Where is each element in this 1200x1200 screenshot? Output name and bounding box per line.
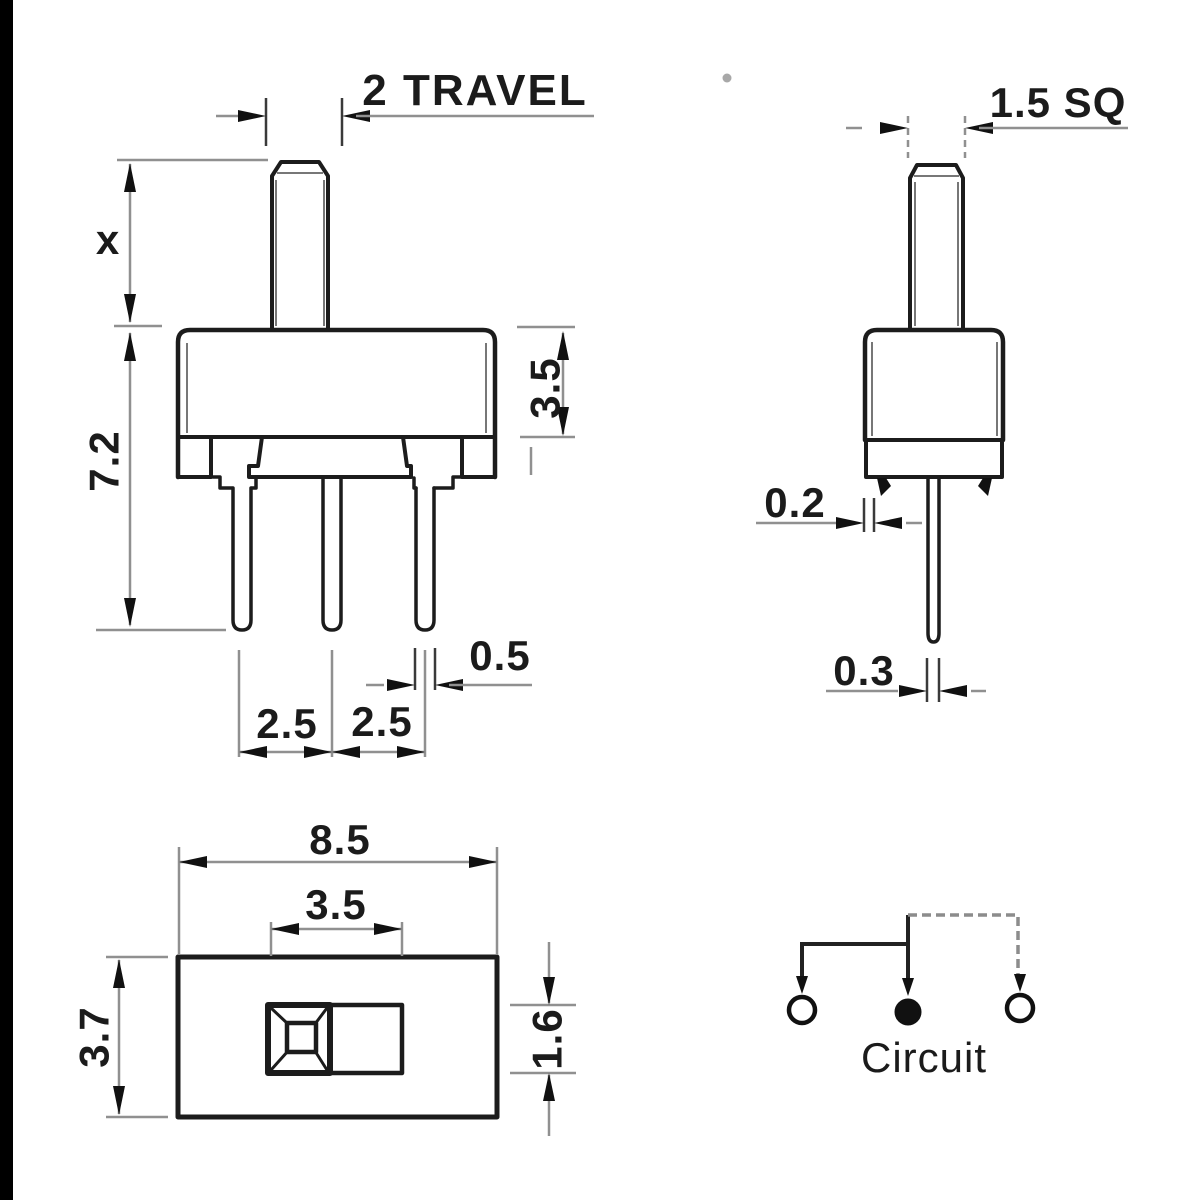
front-stem [270, 160, 330, 332]
front-shoulder-right [432, 475, 464, 490]
front-foot-left [176, 435, 213, 479]
circuit-arrow-center [902, 978, 914, 996]
top-knob-bevel-tr [313, 1006, 329, 1026]
dim-overall-height: 7.2 [81, 332, 226, 632]
dim-pin-pitch: 2.5 2.5 [237, 650, 427, 758]
dim-label-7-2: 7.2 [81, 430, 128, 491]
dim-label-1-5-sq: 1.5 SQ [990, 79, 1127, 126]
side-stem [908, 163, 965, 332]
dim-pin-width: 0.5 [366, 632, 532, 691]
dim-stem-square: 1.5 SQ [846, 79, 1128, 158]
circuit-terminal-2-common [894, 998, 922, 1026]
top-knob-outer [265, 1002, 333, 1076]
dim-body-width: 3.7 [71, 955, 168, 1119]
front-pin-2 [321, 476, 343, 632]
front-shoulder-left [211, 475, 234, 490]
dim-label-travel: 2 TRAVEL [362, 66, 587, 115]
dim-label-0-2: 0.2 [764, 479, 825, 526]
top-knob-inner [284, 1020, 319, 1055]
circuit-terminal-3 [1004, 992, 1036, 1024]
dim-label-2-5-left: 2.5 [256, 700, 317, 747]
dim-label-8-5: 8.5 [309, 816, 370, 863]
dim-label-2-5-right: 2.5 [351, 698, 412, 745]
top-view: 8.5 3.5 3.7 1.6 [71, 816, 576, 1136]
top-knob-bevel-tl [269, 1006, 290, 1026]
side-tab-right [978, 478, 992, 496]
top-knob-bevel-br [313, 1049, 329, 1072]
dim-stem-height: x [96, 158, 268, 328]
circuit-arrow-right [1014, 974, 1026, 992]
circuit-diagram: Circuit [786, 913, 1036, 1081]
front-step-left [250, 476, 258, 490]
side-body [862, 327, 1006, 443]
dim-frame-thickness: 0.2 [756, 479, 922, 532]
dim-body-length: 8.5 [177, 816, 499, 955]
scan-dot [722, 73, 732, 83]
dim-label-3-5-front: 3.5 [522, 357, 569, 418]
side-flange [864, 438, 1004, 479]
circuit-caption: Circuit [861, 1034, 987, 1081]
dim-pin-thickness: 0.3 [826, 647, 986, 702]
side-pin [926, 476, 941, 644]
dim-label-0-3: 0.3 [833, 647, 894, 694]
top-slot [327, 1002, 405, 1076]
circuit-wire-left [800, 942, 908, 978]
dim-label-3-5-top: 3.5 [305, 881, 366, 928]
dim-label-1-6: 1.6 [524, 1008, 571, 1069]
front-pin-1 [231, 486, 253, 632]
front-view: 2 TRAVEL x 7.2 3.5 [81, 66, 594, 758]
circuit-terminal-1 [786, 994, 818, 1026]
front-base-block [247, 435, 413, 479]
dim-label-x: x [96, 216, 120, 263]
left-edge-bar [0, 0, 13, 1200]
dim-label-0-5: 0.5 [469, 632, 530, 679]
front-pin-3 [414, 486, 436, 632]
side-tab-left [877, 478, 891, 496]
dim-travel: 2 TRAVEL [216, 66, 594, 146]
front-foot-right [460, 435, 497, 479]
circuit-wire-right [908, 913, 1020, 976]
top-body [175, 954, 500, 1120]
dim-slot-width: 1.6 [510, 942, 576, 1136]
top-knob-bevel-bl [269, 1049, 290, 1072]
dim-label-3-7: 3.7 [71, 1006, 118, 1067]
front-body [175, 327, 498, 480]
circuit-arrow-left [796, 976, 808, 994]
dim-body-height: 3.5 [517, 325, 575, 475]
side-view: 1.5 SQ 0.2 0.3 [756, 79, 1128, 702]
dim-slot-length: 3.5 [269, 881, 404, 956]
